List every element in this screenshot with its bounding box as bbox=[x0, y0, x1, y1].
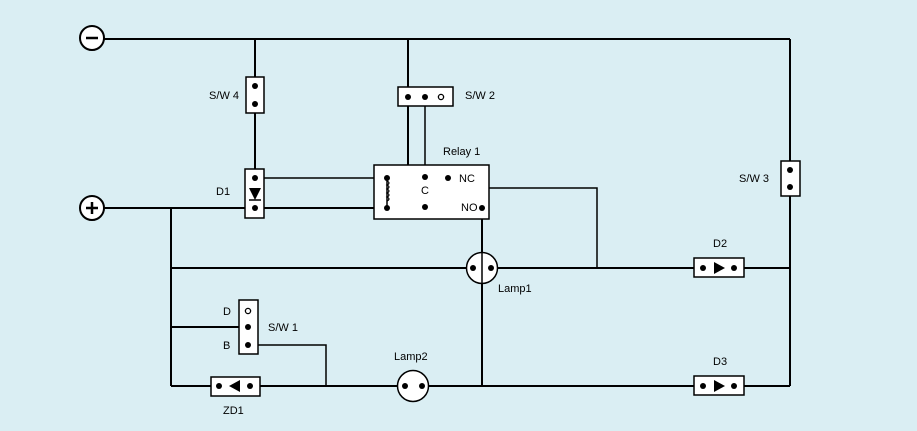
sw4-contact-bottom bbox=[252, 101, 258, 107]
switch-sw1[interactable]: D B S/W 1 bbox=[223, 299, 298, 355]
relay-label: Relay 1 bbox=[443, 146, 480, 158]
relay-nc-contact bbox=[445, 175, 451, 181]
relay-body bbox=[373, 164, 490, 220]
lamp-2: Lamp2 bbox=[394, 351, 430, 403]
switch-sw4[interactable]: S/W 4 bbox=[209, 76, 265, 114]
sw4-body bbox=[245, 76, 265, 114]
lamp-1: Lamp1 bbox=[465, 251, 532, 295]
relay-coil-icon bbox=[385, 180, 390, 202]
zd1-contact-left bbox=[216, 383, 222, 389]
d3-label: D3 bbox=[713, 356, 727, 368]
d1-diode-icon bbox=[249, 188, 261, 200]
switch-sw3[interactable]: S/W 3 bbox=[739, 160, 801, 197]
d2-contact-left bbox=[700, 265, 706, 271]
sw2-contact-right bbox=[437, 93, 445, 101]
lamp1-contact-left bbox=[470, 265, 476, 271]
relay-nc-label: NC bbox=[459, 173, 475, 185]
sw1-b-wire bbox=[248, 344, 327, 386]
sw1-contact-b bbox=[245, 342, 251, 348]
d1-contact-top bbox=[252, 175, 258, 181]
sw4-label: S/W 4 bbox=[209, 90, 239, 102]
d2-contact-right bbox=[731, 265, 737, 271]
sw3-contact-bottom bbox=[787, 184, 793, 190]
zd1-diode-icon bbox=[229, 380, 240, 392]
sw3-body bbox=[780, 160, 801, 197]
sw2-label: S/W 2 bbox=[465, 90, 495, 102]
sw1-b-label: B bbox=[223, 340, 230, 352]
negative-terminal bbox=[79, 25, 105, 51]
zd1-label: ZD1 bbox=[223, 405, 244, 417]
d2-diode-icon bbox=[714, 262, 725, 274]
sw3-contact-top bbox=[787, 167, 793, 173]
lamp1-contact-right bbox=[488, 265, 494, 271]
relay-c-label: C bbox=[421, 185, 429, 197]
sw3-label: S/W 3 bbox=[739, 173, 769, 185]
relay-coil-top bbox=[384, 175, 390, 181]
relay-c-contact bbox=[422, 174, 428, 180]
d3-contact-left bbox=[700, 383, 706, 389]
relay-1: Relay 1 C NC NO bbox=[373, 146, 490, 220]
sw2-contact-left bbox=[405, 94, 411, 100]
sw1-label: S/W 1 bbox=[268, 322, 298, 334]
lamp2-contact-left bbox=[402, 383, 408, 389]
d1-label: D1 bbox=[216, 186, 230, 198]
lamp2-label: Lamp2 bbox=[394, 351, 428, 363]
relay-coil-bottom bbox=[384, 205, 390, 211]
d3-diode-icon bbox=[714, 380, 725, 392]
diode-d3: D3 bbox=[693, 356, 745, 396]
sw2-contact-middle bbox=[422, 94, 428, 100]
lamp2-bulb-icon bbox=[396, 369, 430, 403]
diode-d1: D1 bbox=[216, 168, 265, 219]
switch-sw2[interactable]: S/W 2 bbox=[397, 86, 495, 107]
diode-d2: D2 bbox=[693, 238, 745, 278]
lamp1-label: Lamp1 bbox=[498, 283, 532, 295]
relay-no-contact bbox=[479, 205, 485, 211]
sw4-contact-top bbox=[252, 83, 258, 89]
sw1-d-label: D bbox=[223, 306, 231, 318]
relay-c-low-contact bbox=[422, 204, 428, 210]
zd1-contact-right bbox=[247, 383, 253, 389]
positive-terminal bbox=[79, 195, 105, 221]
lamp2-contact-right bbox=[419, 383, 425, 389]
sw1-contact-common bbox=[245, 324, 251, 330]
sw1-contact-d bbox=[244, 307, 252, 315]
d2-label: D2 bbox=[713, 238, 727, 250]
wires bbox=[104, 38, 791, 387]
relay-no-label: NO bbox=[461, 202, 478, 214]
d3-contact-right bbox=[731, 383, 737, 389]
zener-zd1: ZD1 bbox=[210, 376, 261, 417]
d1-contact-bottom bbox=[252, 205, 258, 211]
